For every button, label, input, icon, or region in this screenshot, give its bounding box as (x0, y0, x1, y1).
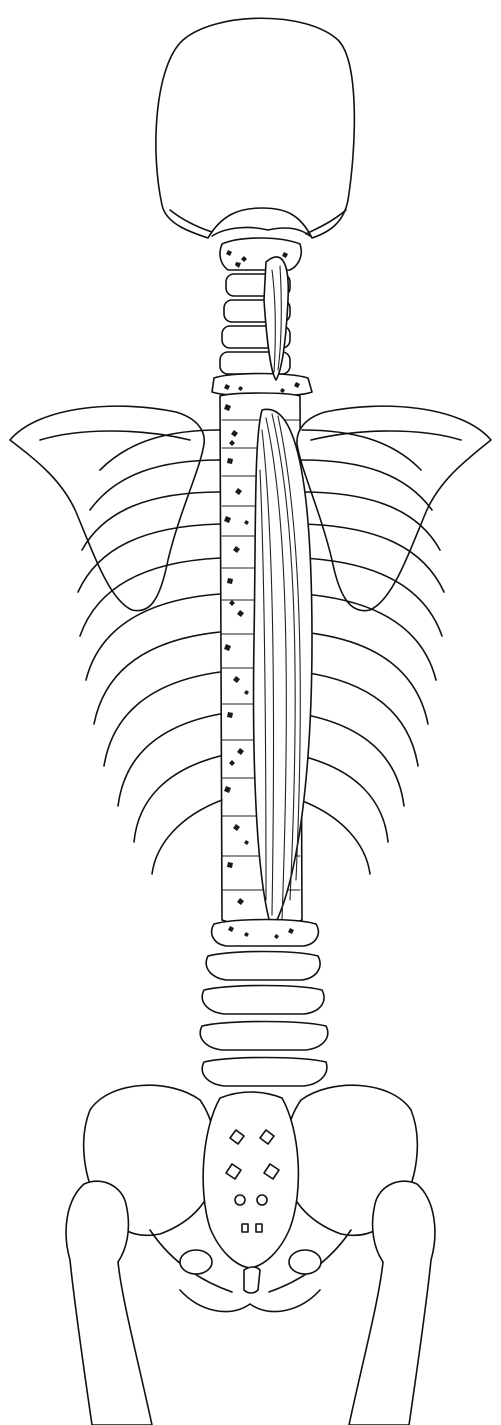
cervical-spine (212, 238, 312, 397)
sacrum (203, 1092, 298, 1268)
coccyx (244, 1267, 260, 1293)
lumbar-spine (200, 920, 328, 1087)
skull (156, 18, 354, 238)
scapula-left (10, 406, 204, 611)
